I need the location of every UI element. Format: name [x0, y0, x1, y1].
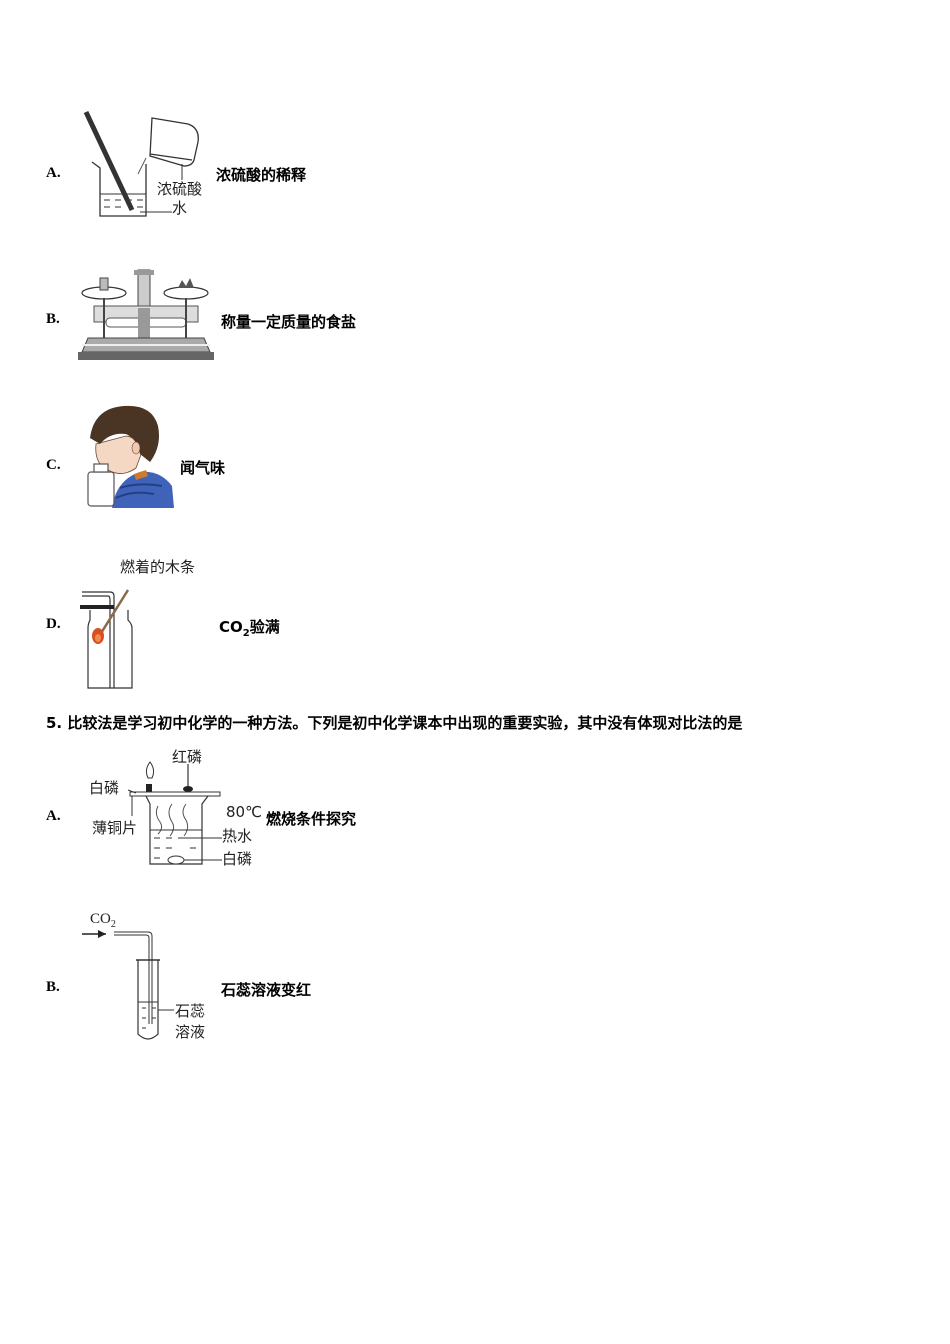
water-label: 水	[172, 199, 188, 217]
temperature-label: 80℃	[226, 803, 262, 821]
option-d-caption: CO2验满	[219, 618, 280, 639]
co2-label: CO2	[90, 911, 116, 930]
q5-option-a-letter: A.	[46, 808, 61, 824]
white-phosphorus-bottom-label: 白磷	[222, 850, 253, 868]
option-a-caption: 浓硫酸的稀释	[216, 166, 307, 184]
litmus-label-1: 石蕊	[175, 1002, 206, 1020]
copper-sheet-label: 薄铜片	[92, 819, 138, 837]
option-b-letter: B.	[46, 311, 60, 327]
option-c-letter: C.	[46, 457, 61, 473]
litmus-label-2: 溶液	[175, 1023, 206, 1041]
combustion-beaker-icon	[127, 761, 222, 865]
white-phosphorus-top-label: 白磷	[89, 779, 120, 797]
q5-option-b-caption: 石蕊溶液变红	[221, 981, 312, 999]
red-phosphorus-label: 红磷	[172, 748, 203, 766]
beaker-pouring-acid-icon	[83, 110, 199, 217]
option-b-caption: 称量一定质量的食盐	[221, 313, 357, 331]
q5-option-a-caption: 燃烧条件探究	[266, 810, 357, 828]
option-c-caption: 闻气味	[180, 459, 226, 477]
hot-water-label: 热水	[222, 827, 253, 845]
q5-option-b-letter: B.	[46, 979, 60, 995]
acid-label: 浓硫酸	[157, 180, 203, 198]
option-a-letter: A.	[46, 165, 61, 181]
option-d-letter: D.	[46, 616, 61, 632]
balance-scale-icon	[78, 269, 214, 360]
question-text: 比较法是学习初中化学的一种方法。下列是初中化学课本中出现的重要实验，其中没有体现…	[67, 714, 743, 732]
question-5: 5. 比较法是学习初中化学的一种方法。下列是初中化学课本中出现的重要实验，其中没…	[46, 712, 742, 733]
burning-stick-label: 燃着的木条	[120, 558, 196, 576]
gas-bottle-burning-stick-icon	[80, 589, 133, 689]
test-tube-co2-icon	[82, 930, 174, 1040]
question-number: 5.	[46, 714, 63, 732]
person-smelling-bottle-icon	[87, 405, 174, 508]
